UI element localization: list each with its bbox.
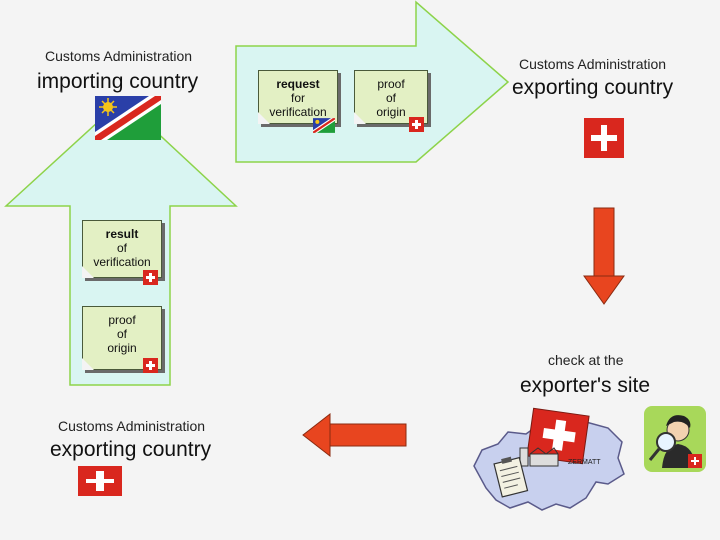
swiss-flag-icon <box>143 358 158 373</box>
importing-country-title: importing country <box>37 70 199 93</box>
red-left-arrow <box>302 412 407 458</box>
note-line: of <box>116 327 127 341</box>
exporting-admin-label-bottom: Customs Administration <box>58 418 206 434</box>
exporters-site-title: exporter's site <box>520 374 651 397</box>
inspector-magnifier-icon <box>644 406 706 472</box>
note-line: origin <box>107 341 137 355</box>
map-place-label: ZERMATT <box>568 459 601 466</box>
note-line: verification <box>93 255 151 269</box>
exporting-country-title-top: exporting country <box>512 76 674 99</box>
result-of-verification-note: result of verification <box>82 220 162 285</box>
swiss-flag-icon <box>78 466 122 496</box>
exporting-admin-label-top: Customs Administration <box>519 56 667 72</box>
red-down-arrow <box>583 207 625 305</box>
namibia-flag-icon <box>313 118 335 133</box>
namibia-flag-icon <box>95 96 161 140</box>
proof-of-origin-note-left: proof of origin <box>82 306 162 373</box>
swiss-flag-icon <box>584 118 624 158</box>
importing-admin-label: Customs Administration <box>45 48 193 64</box>
note-line: result <box>105 227 139 241</box>
note-line: proof <box>108 313 136 327</box>
swiss-flag-icon <box>143 270 158 285</box>
note-line: of <box>116 241 127 255</box>
note-line: origin <box>376 105 406 119</box>
proof-of-origin-note-top: proof of origin <box>354 70 428 132</box>
swiss-flag-icon <box>688 454 702 468</box>
check-at-label: check at the <box>548 352 624 368</box>
exporting-country-title-bottom: exporting country <box>50 438 212 461</box>
swiss-flag-icon <box>409 117 424 132</box>
note-line: for <box>290 91 305 105</box>
switzerland-map-icon: ZERMATT <box>473 407 625 511</box>
note-line: proof <box>377 77 405 91</box>
note-line: of <box>385 91 396 105</box>
note-line: request <box>276 77 320 91</box>
note-line: verification <box>269 105 327 119</box>
request-for-verification-note: request for verification <box>258 70 338 133</box>
